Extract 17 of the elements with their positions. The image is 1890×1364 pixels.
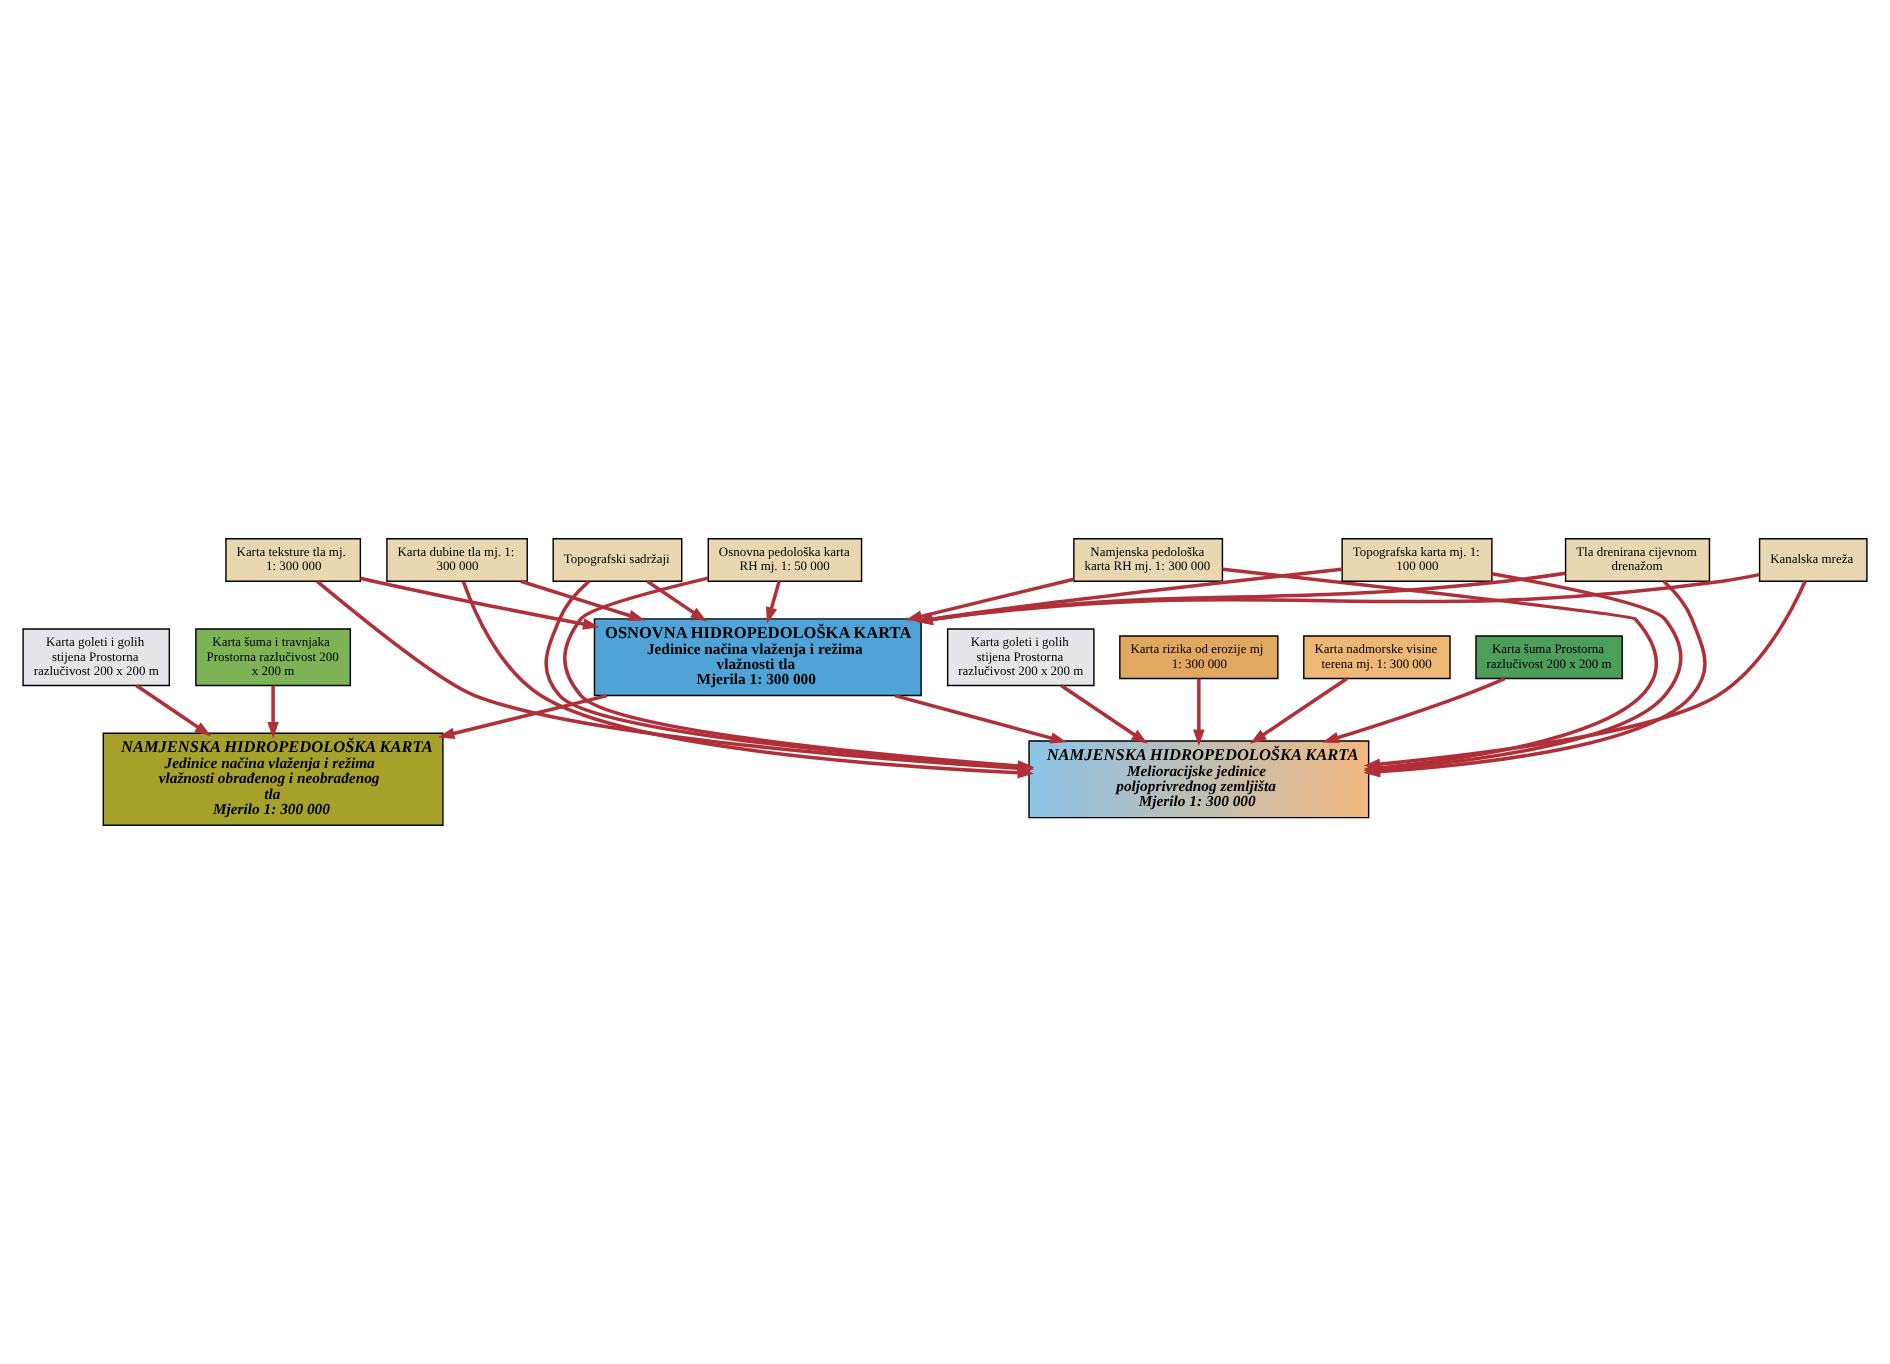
- arrow: [135, 684, 212, 737]
- arrow: [1363, 580, 1807, 770]
- arrow: [894, 693, 1067, 744]
- arrow: [1193, 678, 1205, 747]
- arrow: [646, 579, 707, 622]
- arrow: [360, 576, 600, 630]
- arrow: [267, 685, 279, 739]
- arrow: [765, 580, 781, 624]
- arrow: [520, 579, 646, 622]
- arrow: [437, 693, 608, 740]
- arrow: [916, 572, 1760, 625]
- arrow: [1322, 676, 1506, 744]
- arrow: [916, 567, 1342, 625]
- arrow: [916, 571, 1566, 625]
- arrow: [1250, 677, 1348, 744]
- arrow: [905, 577, 1075, 622]
- arrow: [1060, 684, 1148, 744]
